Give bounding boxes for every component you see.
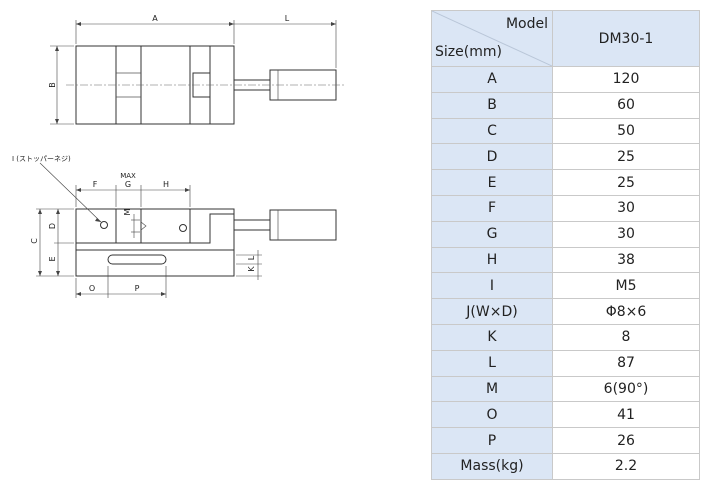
spec-label-cell: A [431, 66, 553, 93]
spec-label-cell: J(W×D) [431, 298, 553, 325]
spec-label-cell: C [431, 117, 553, 145]
dim-label-b: B [48, 82, 57, 88]
dim-label-a: A [152, 14, 158, 23]
spec-value-cell: 26 [552, 427, 700, 454]
spec-value-cell: 87 [552, 349, 700, 377]
spec-value-cell: Φ8×6 [552, 298, 700, 325]
technical-drawing: A L B I (ストッパーネジ) [12, 14, 345, 298]
dim-label-h: H [163, 180, 169, 189]
spec-label-cell: B [431, 91, 553, 119]
spec-value-cell: 41 [552, 401, 700, 429]
spec-label-cell: H [431, 246, 553, 274]
spec-row: Mass(kg)2.2 [431, 452, 700, 480]
spec-label-cell: O [431, 401, 553, 429]
dim-label-o: O [89, 284, 95, 293]
spec-label-cell: D [431, 143, 553, 171]
dim-label-m: M [123, 208, 132, 215]
dim-label-e: E [48, 256, 57, 261]
top-view: A L B [48, 14, 345, 125]
dim-label-l-top: L [285, 14, 290, 23]
spec-value-cell: 38 [552, 246, 700, 274]
spec-value-cell: 30 [552, 194, 700, 222]
dim-label-max: MAX [120, 172, 136, 180]
dim-label-d: D [48, 223, 57, 229]
spec-value-cell: 120 [552, 66, 700, 93]
front-view: I (ストッパーネジ) F MAX G H C D E M [12, 155, 337, 298]
spec-row: J(W×D)Φ8×6 [431, 298, 700, 325]
spec-value-cell: 6(90°) [552, 375, 700, 403]
spec-value-cell: M5 [552, 272, 700, 300]
dim-label-f: F [93, 180, 98, 189]
spec-label-cell: K [431, 323, 553, 351]
spec-label-cell: P [431, 427, 553, 454]
spec-value-cell: 50 [552, 117, 700, 145]
dim-label-p: P [135, 284, 140, 293]
spec-value-cell: 25 [552, 169, 700, 196]
spec-value-cell: 60 [552, 91, 700, 119]
spec-label-cell: I [431, 272, 553, 300]
spec-label-cell: G [431, 220, 553, 248]
model-name-cell: DM30-1 [552, 10, 700, 67]
front-screw [233, 219, 271, 231]
spec-label-cell: Mass(kg) [431, 452, 553, 480]
diagonal-divider [432, 11, 552, 66]
spec-value-cell: 2.2 [552, 452, 700, 480]
front-handle [269, 209, 337, 241]
dim-label-c: C [30, 238, 39, 244]
spec-label-cell: F [431, 194, 553, 222]
front-slot [107, 254, 167, 265]
dim-label-g: G [125, 180, 131, 189]
header-row: Model Size(mm) DM30-1 [431, 10, 700, 67]
dim-label-l-front: L [247, 255, 256, 260]
header-model-label: Model [505, 16, 548, 32]
dim-label-k: K [247, 266, 256, 272]
spec-value-cell: 8 [552, 323, 700, 351]
spec-value-cell: 30 [552, 220, 700, 248]
header-corner-cell: Model Size(mm) [431, 10, 553, 67]
stopper-note: I (ストッパーネジ) [12, 155, 71, 163]
header-size-label: Size(mm) [435, 44, 502, 60]
spec-label-cell: M [431, 375, 553, 403]
spec-label-cell: L [431, 349, 553, 377]
spec-label-cell: E [431, 169, 553, 196]
spec-value-cell: 25 [552, 143, 700, 171]
